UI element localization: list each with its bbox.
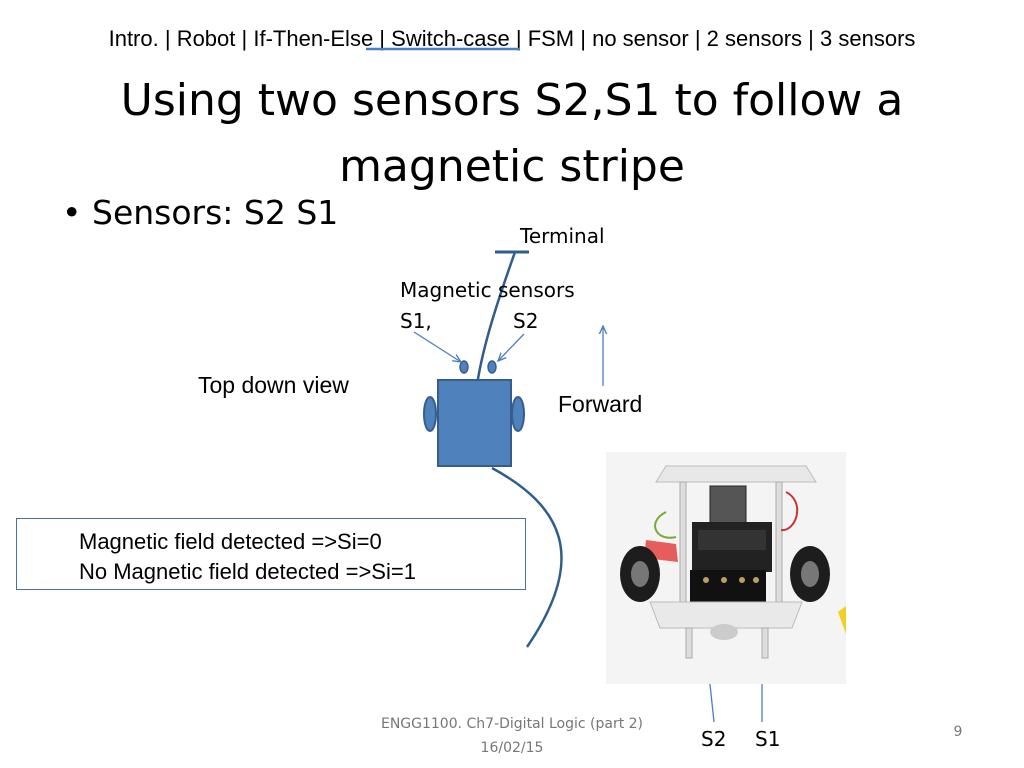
nav-separator: |	[373, 26, 392, 51]
nav-link-switch-case[interactable]: Switch-case	[391, 26, 510, 51]
nav-link-2-sensors[interactable]: 2 sensors	[706, 26, 803, 51]
nav-bar: Intro. | Robot | If-Then-Else | Switch-c…	[0, 26, 1024, 52]
nav-separator: |	[509, 26, 528, 51]
legend-line-detected: Magnetic field detected =>Si=0	[79, 529, 382, 554]
s2-label: S2	[513, 309, 539, 333]
top-down-view-label: Top down view	[198, 372, 349, 398]
sensor-s2-dot	[487, 360, 497, 374]
nav-link-no-sensor[interactable]: no sensor	[592, 26, 689, 51]
footer-date: 16/02/15	[480, 740, 544, 756]
bullet-text: Sensors: S2 S1	[92, 193, 339, 232]
sensor-s1-dot	[459, 360, 469, 374]
robot-photo	[606, 452, 846, 684]
nav-separator: |	[574, 26, 593, 51]
nav-link-fsm[interactable]: FSM	[527, 26, 575, 51]
bullet-item: • Sensors: S2 S1	[62, 193, 338, 232]
nav-separator: |	[688, 26, 707, 51]
nav-link-if-then-else[interactable]: If-Then-Else	[253, 26, 374, 51]
terminal-label: Terminal	[520, 224, 605, 248]
robot-body	[437, 379, 512, 467]
robot-right-wheel	[511, 396, 525, 432]
nav-separator: |	[158, 26, 177, 51]
page-number: 9	[953, 724, 963, 740]
nav-separator: |	[235, 26, 254, 51]
slide-title-line1: Using two sensors S2,S1 to follow a	[120, 75, 904, 126]
forward-label: Forward	[558, 391, 643, 417]
nav-link-intro[interactable]: Intro.	[108, 26, 159, 51]
s1-label: S1,	[400, 309, 432, 333]
magnetic-stripe-lower	[491, 466, 563, 648]
magnetic-sensors-label: Magnetic sensors	[400, 278, 575, 302]
photo-s2-label: S2	[701, 727, 727, 751]
nav-link-3-sensors[interactable]: 3 sensors	[820, 26, 916, 51]
slide-footer: ENGG1100. Ch7-Digital Logic (part 2) 16/…	[350, 712, 674, 760]
robot-left-wheel	[423, 396, 437, 432]
nav-link-robot[interactable]: Robot	[176, 26, 236, 51]
footer-course: ENGG1100. Ch7-Digital Logic (part 2)	[380, 716, 644, 732]
slide-title-line2: magnetic stripe	[339, 141, 685, 192]
magnetic-stripe-upper	[475, 251, 517, 386]
nav-separator: |	[802, 26, 821, 51]
legend-box: Magnetic field detected =>Si=0 No Magnet…	[16, 518, 526, 590]
s1-pointer-arrow	[413, 331, 461, 362]
legend-line-not-detected: No Magnetic field detected =>Si=1	[79, 559, 416, 584]
s2-pointer-arrow	[498, 333, 525, 361]
bullet-marker: •	[62, 193, 82, 232]
photo-s1-label: S1	[755, 727, 781, 751]
